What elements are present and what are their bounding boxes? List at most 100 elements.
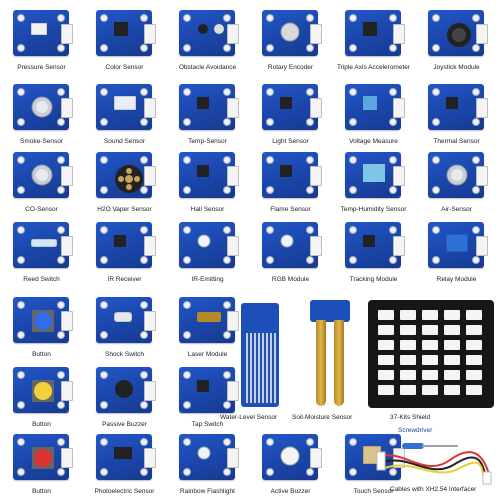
component-icon (114, 446, 132, 464)
product-label: IR-Emitting (191, 276, 224, 283)
connector-icon (310, 24, 322, 44)
water-trace (258, 333, 260, 403)
connector-icon (144, 448, 156, 468)
shield-slot (444, 340, 460, 350)
product-label: Laser Module (187, 351, 228, 358)
product-label: Reed Switch (23, 276, 60, 283)
product-item: Light Sensor (249, 84, 332, 148)
module-board (179, 10, 239, 56)
shield-slot (444, 355, 460, 365)
shield-slot (466, 385, 482, 395)
connector-icon (310, 166, 322, 186)
connector-icon (61, 448, 73, 468)
component-icon (197, 234, 211, 253)
product-label: Pressure Sensor (17, 64, 66, 71)
shield-slot (444, 325, 460, 335)
component-icon (114, 164, 144, 199)
component-icon (31, 164, 53, 191)
shield-slot (378, 355, 394, 365)
connector-icon (227, 381, 239, 401)
component-icon (280, 446, 300, 471)
cables-label: Cables with XH2.54 Interfacer (390, 486, 477, 493)
product-item: Smoke-Sensor (0, 84, 83, 148)
product-item: Passive Buzzer (83, 367, 166, 431)
product-item: Rotary Encoder (249, 10, 332, 74)
module-board (428, 152, 488, 198)
product-item: Thermal Sensor (415, 84, 498, 148)
shield-slot (378, 385, 394, 395)
shield-slot (400, 340, 416, 350)
shield-slot (422, 370, 438, 380)
module-board (345, 84, 405, 130)
component-icon (197, 379, 209, 397)
product-item: Button (0, 297, 83, 361)
module-board (428, 84, 488, 130)
connector-icon (476, 166, 488, 186)
product-label: Color Sensor (105, 64, 144, 71)
module-board (179, 152, 239, 198)
connector-icon (144, 311, 156, 331)
shield-slot (400, 310, 416, 320)
product-item: Laser Module (166, 297, 249, 361)
shield-slot (444, 385, 460, 395)
product-item: Voltage Measure (332, 84, 415, 148)
component-icon (31, 309, 55, 338)
module-board (179, 367, 239, 413)
module-board (262, 152, 322, 198)
module-board (96, 297, 156, 343)
component-icon (363, 164, 385, 187)
component-icon (197, 22, 227, 41)
shield-slot (422, 325, 438, 335)
product-item: Sound Sensor (83, 84, 166, 148)
module-board (179, 84, 239, 130)
water-trace (254, 333, 256, 403)
product-item: Obstacle Avoidance (166, 10, 249, 74)
product-label: Tracking Module (349, 276, 398, 283)
shield-slot (378, 370, 394, 380)
connector-icon (144, 381, 156, 401)
component-icon (114, 379, 134, 404)
connector-icon (144, 98, 156, 118)
product-item: Touch Sensor (332, 434, 415, 498)
connector-icon (61, 381, 73, 401)
module-board (262, 10, 322, 56)
product-item: IR Receiver (83, 222, 166, 286)
connector-icon (310, 98, 322, 118)
module-board (345, 222, 405, 268)
product-item: Shock Switch (83, 297, 166, 361)
connector-icon (393, 24, 405, 44)
module-board (179, 434, 239, 480)
module-board (96, 10, 156, 56)
product-label: Joystick Module (433, 64, 480, 71)
product-item: Joystick Module (415, 10, 498, 74)
module-board (13, 434, 73, 480)
soil-moisture-sensor-label: Soil-Moisture Sensor (292, 414, 353, 421)
connector-icon (61, 166, 73, 186)
product-label: Obstacle Avoidance (178, 64, 237, 71)
product-item: Photoelectric Sensor (83, 434, 166, 498)
connector-icon (144, 166, 156, 186)
connector-icon (227, 236, 239, 256)
product-label: Light Sensor (272, 138, 309, 145)
product-item: Tap Switch (166, 367, 249, 431)
product-label: Touch Sensor (353, 488, 394, 495)
connector-icon (61, 24, 73, 44)
connector-icon (227, 24, 239, 44)
product-item: Temp-Humidity Sensor (332, 152, 415, 216)
product-label: Smoke-Sensor (20, 138, 63, 145)
module-board (262, 84, 322, 130)
module-board (428, 222, 488, 268)
shield-slot (400, 355, 416, 365)
component-icon (446, 96, 458, 114)
component-icon (30, 22, 48, 40)
component-icon (363, 96, 377, 115)
product-label: Passive Buzzer (102, 421, 147, 428)
module-board (13, 10, 73, 56)
module-board (262, 222, 322, 268)
component-icon (113, 309, 133, 327)
shield-slot (466, 340, 482, 350)
water-trace (266, 333, 268, 403)
product-item: Active Buzzer (249, 434, 332, 498)
connector-icon (227, 311, 239, 331)
